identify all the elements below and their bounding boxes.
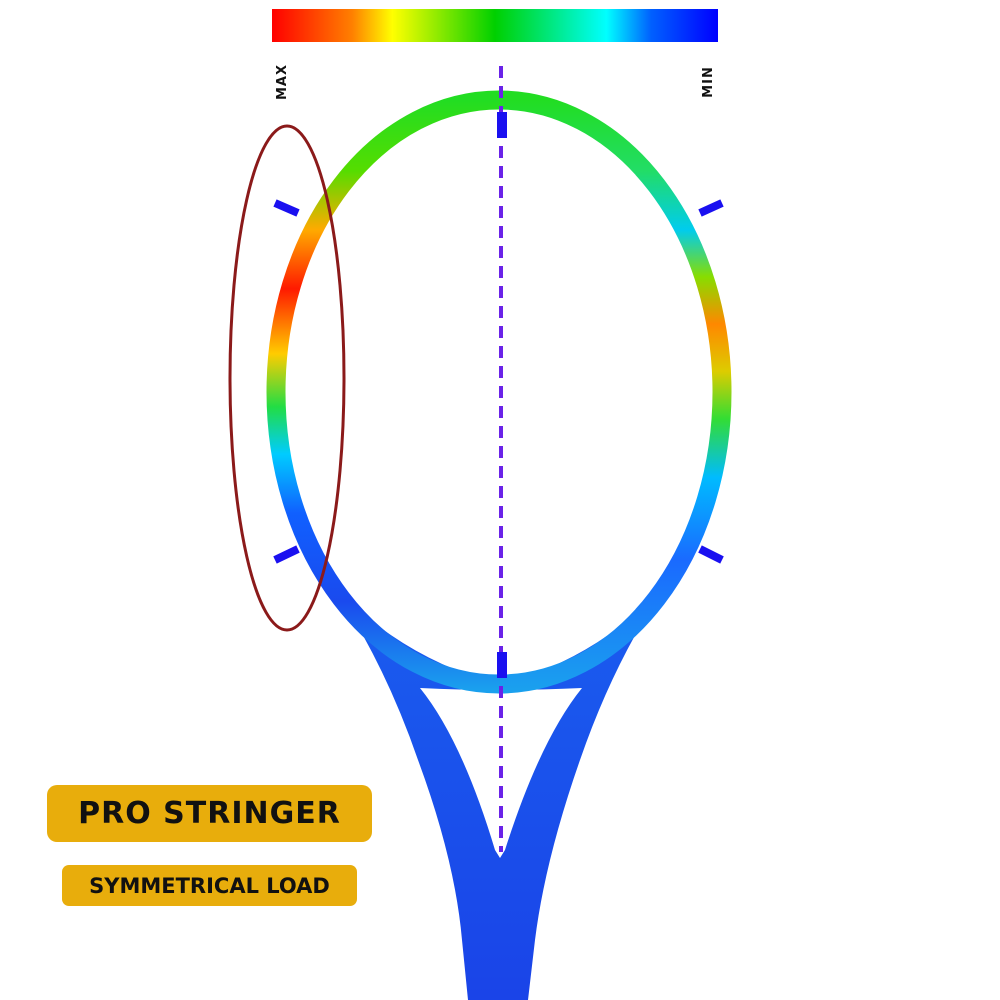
top-marker (497, 112, 507, 138)
color-scale-bar (272, 9, 718, 42)
subtitle-badge: SYMMETRICAL LOAD (62, 865, 357, 906)
upper-left-marker (273, 199, 300, 217)
title-badge: PRO STRINGER (47, 785, 372, 842)
bottom-marker (497, 652, 507, 678)
load-markers (273, 112, 724, 678)
highlight-ellipse (228, 124, 346, 632)
lower-left-marker (273, 545, 300, 564)
upper-right-marker (698, 199, 724, 217)
racket-rim (266, 90, 732, 694)
scale-min-label: MIN (700, 66, 716, 98)
lower-right-marker (698, 545, 724, 564)
scale-max-label: MAX (274, 63, 290, 101)
